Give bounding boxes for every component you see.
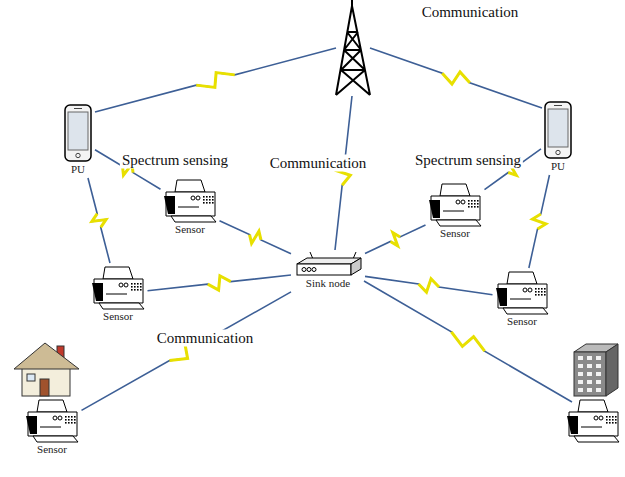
link-label: Spectrum sensing	[413, 152, 523, 169]
lightning-bolt	[533, 214, 546, 229]
link-line	[365, 276, 493, 294]
lightning-bolt	[442, 72, 470, 84]
sensor-node: Sensor	[25, 398, 80, 456]
link-label: Spectrum sensing	[120, 152, 230, 169]
sensor-node: Sensor	[91, 265, 146, 323]
router-icon	[293, 252, 363, 277]
node-label: PU	[551, 160, 565, 173]
radio-link	[148, 275, 292, 291]
sensor-node: Sensor	[428, 182, 483, 240]
node-label: Sensor	[175, 223, 205, 236]
link-label: Communication	[155, 330, 256, 347]
sensor-icon	[25, 398, 80, 443]
sensor-node: Sensor	[163, 178, 218, 236]
link-line	[370, 48, 542, 108]
link-label: Communication	[420, 4, 521, 21]
primary-user: PU	[63, 103, 93, 176]
primary-user: PU	[543, 100, 573, 173]
sensor-icon	[428, 182, 483, 227]
sensor-icon	[163, 178, 218, 223]
phone-icon	[543, 100, 573, 160]
lightning-bolt	[250, 231, 261, 243]
sensor-icon	[91, 265, 146, 310]
radio-link	[220, 221, 292, 254]
house	[14, 343, 79, 396]
link-line	[148, 275, 292, 291]
lightning-bolt	[419, 279, 439, 292]
link-line	[364, 281, 572, 402]
radio-link	[365, 276, 493, 294]
lightning-bolt	[390, 233, 400, 246]
radio-link	[88, 178, 110, 263]
phone-icon	[63, 103, 93, 163]
lightning-bolt	[196, 73, 235, 88]
sensor-node: Sensor	[495, 270, 550, 328]
link-line	[82, 292, 292, 410]
radio-links	[95, 48, 572, 402]
node-label: Sink node	[306, 277, 350, 290]
link-line	[95, 48, 336, 112]
lightning-bolt	[92, 214, 106, 228]
building	[574, 344, 618, 396]
link-line	[88, 178, 110, 263]
node-label: Sensor	[103, 310, 133, 323]
link-line	[529, 175, 550, 268]
sink-node: Sink node	[293, 252, 363, 290]
link-line	[365, 225, 426, 254]
node-label: Sensor	[440, 227, 470, 240]
radio-tower	[336, 0, 370, 95]
lightning-bolt	[451, 332, 484, 351]
radio-link	[82, 292, 292, 410]
lightning-bolt	[208, 276, 231, 290]
node-label: PU	[71, 163, 85, 176]
link-line	[335, 96, 352, 250]
link-label: Communication	[268, 155, 369, 172]
link-line	[220, 221, 292, 254]
node-label: Sensor	[37, 443, 67, 456]
sensor-icon	[495, 270, 550, 315]
radio-link	[529, 175, 550, 268]
radio-link	[365, 225, 426, 254]
node-label: Sensor	[507, 315, 537, 328]
sensor-device	[567, 400, 619, 442]
